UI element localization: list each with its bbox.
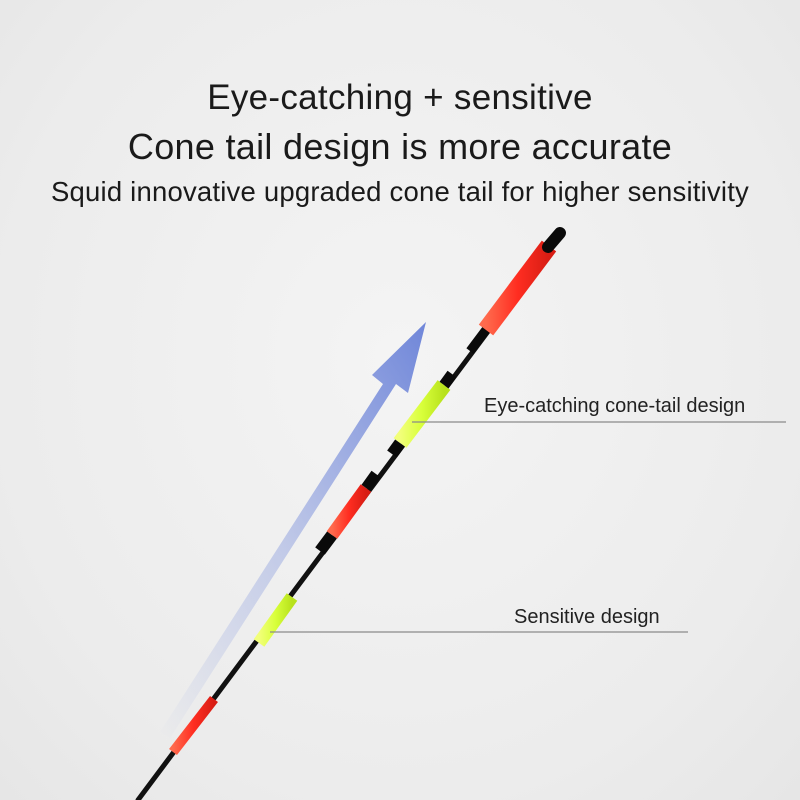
tip-neck bbox=[466, 324, 492, 354]
upper-yellow-band bbox=[393, 380, 451, 448]
upper-black-bead-high bbox=[439, 370, 457, 389]
upward-arrow-icon bbox=[160, 322, 426, 738]
headline-line-2: Cone tail design is more accurate bbox=[127, 126, 673, 167]
callout-cone-tail-label: Eye-catching cone-tail design bbox=[484, 395, 746, 417]
middle-black-bead bbox=[315, 531, 337, 555]
lower-yellow-band bbox=[253, 593, 298, 647]
callout-sensitive-label: Sensitive design bbox=[514, 606, 660, 628]
upper-black-bead-low bbox=[387, 439, 405, 458]
top-black-cap bbox=[542, 227, 566, 253]
headline-line-1: Eye-catching + sensitive bbox=[207, 78, 593, 117]
bottom-red-band bbox=[169, 695, 218, 756]
middle-red-band bbox=[326, 484, 372, 539]
top-red-tip bbox=[478, 240, 557, 336]
middle-black-bead-2 bbox=[361, 470, 381, 492]
headline-line-3: Squid innovative upgraded cone tail for … bbox=[51, 176, 749, 207]
